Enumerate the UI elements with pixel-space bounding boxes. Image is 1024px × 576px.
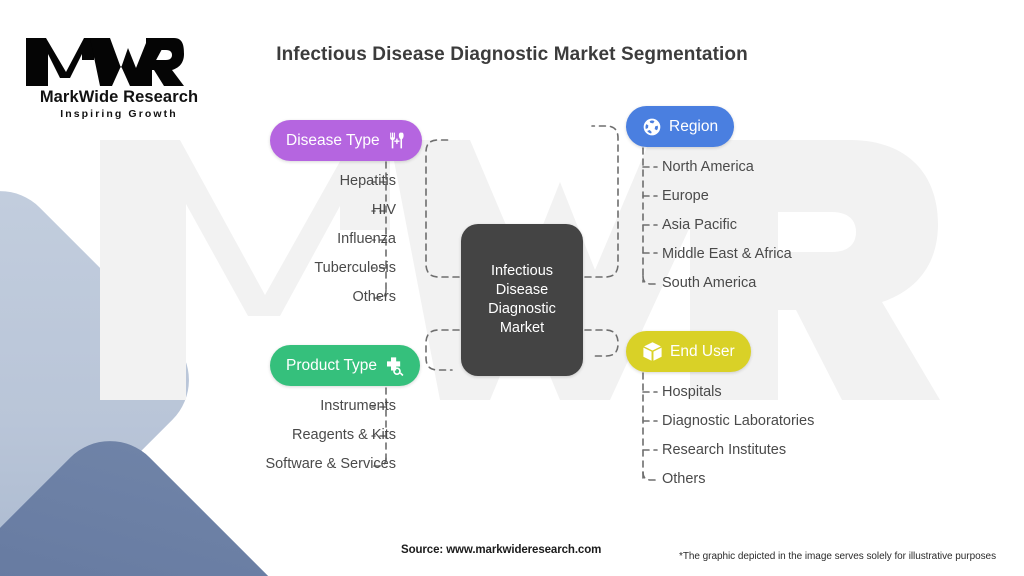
list-item: South America <box>662 275 757 291</box>
center-node-label: Infectious Disease Diagnostic Market <box>480 262 564 339</box>
center-line-3: Diagnostic <box>488 301 556 317</box>
decorative-square-light <box>0 167 213 576</box>
globe-icon <box>642 117 662 137</box>
list-item: Asia Pacific <box>662 217 737 233</box>
brand-tagline: Inspiring Growth <box>60 108 178 120</box>
branch-badge-product-type[interactable]: Product Type <box>270 345 421 386</box>
footer-source: Source: www.markwideresearch.com <box>401 544 602 556</box>
brand-logo: MarkWide Research Inspiring Growth <box>24 32 214 120</box>
list-item: Tuberculosis <box>314 260 396 276</box>
branch-items-disease-type: Hepatitis HIV Influenza Tuberculosis Oth… <box>314 174 396 305</box>
list-item: Reagents & Kits <box>292 427 396 443</box>
list-item: Software & Services <box>265 456 396 472</box>
list-item: Influenza <box>337 231 396 247</box>
list-item: Instruments <box>320 398 396 414</box>
branch-badge-end-user[interactable]: End User <box>626 331 751 372</box>
list-item: Research Institutes <box>662 442 787 458</box>
list-item: Hospitals <box>662 384 722 400</box>
branch-items-end-user: Hospitals Diagnostic Laboratories Resear… <box>662 385 814 487</box>
branch-badge-region[interactable]: Region <box>626 106 735 147</box>
mwr-logo-mark <box>26 38 184 86</box>
cube-box-icon <box>642 341 663 362</box>
list-item: North America <box>662 159 754 175</box>
list-item: Europe <box>662 188 709 204</box>
center-line-2: Disease <box>495 281 549 298</box>
restaurant-medical-icon <box>387 131 406 150</box>
page-title: Infectious Disease Diagnostic Market Seg… <box>276 44 748 65</box>
footer-disclaimer: *The graphic depicted in the image serve… <box>679 551 997 562</box>
branch-label-product-type: Product Type <box>286 356 378 374</box>
branch-items-product-type: Instruments Reagents & Kits Software & S… <box>265 399 396 472</box>
branch-label-disease-type: Disease Type <box>286 131 380 149</box>
list-item: Others <box>662 471 706 487</box>
list-item: Diagnostic Laboratories <box>662 413 815 429</box>
branch-items-region: North America Europe Asia Pacific Middle… <box>662 160 792 291</box>
add-search-icon <box>384 356 404 376</box>
list-item: HIV <box>371 202 396 218</box>
branch-label-end-user: End User <box>670 342 735 360</box>
center-node: Infectious Disease Diagnostic Market <box>461 224 583 376</box>
list-item: Middle East & Africa <box>662 246 792 262</box>
list-item: Others <box>352 289 396 305</box>
branch-badge-disease-type[interactable]: Disease Type <box>270 120 422 161</box>
list-item: Hepatitis <box>339 173 396 189</box>
brand-name: MarkWide Research <box>39 88 199 106</box>
center-line-4: Market <box>499 320 545 337</box>
center-line-1: Infectious <box>490 262 554 279</box>
branch-label-region: Region <box>669 117 719 135</box>
